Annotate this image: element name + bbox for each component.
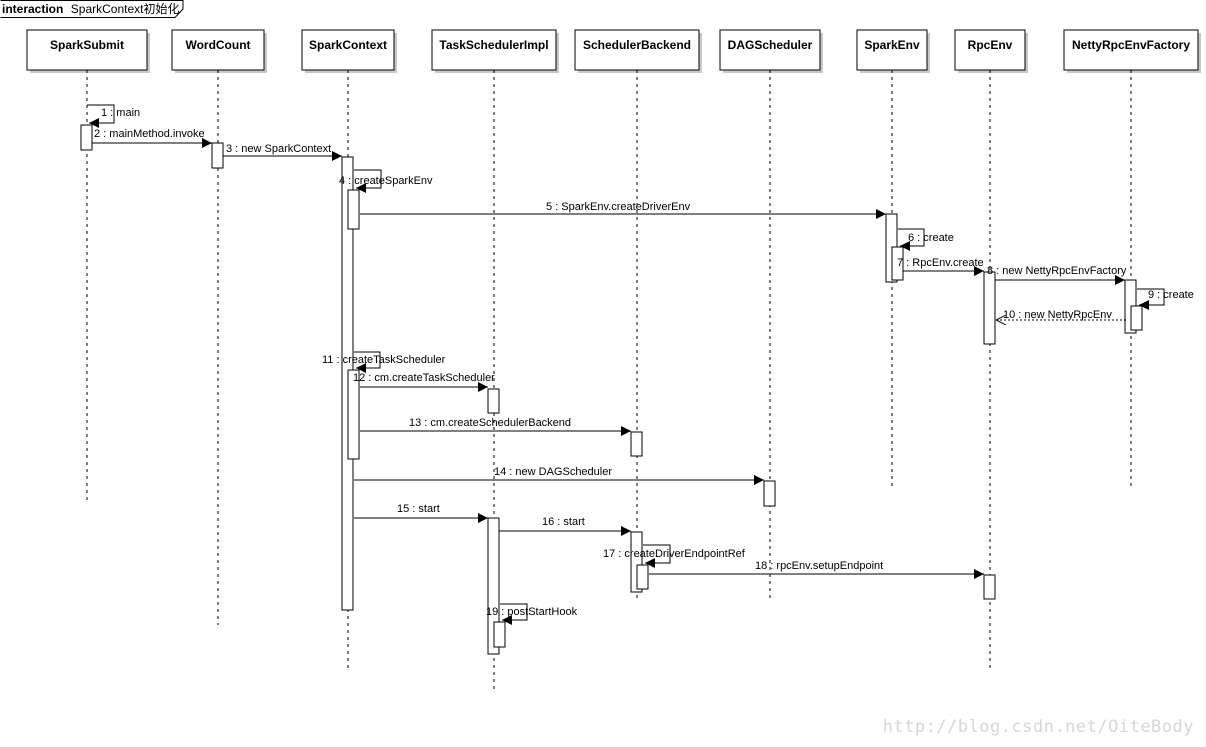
message-10[interactable]: 10 : new NettyRpcEnv xyxy=(996,309,1126,321)
lifeline-box[interactable] xyxy=(954,29,1026,71)
watermark: http://blog.csdn.net/OiteBody xyxy=(882,717,1194,737)
activation-bar xyxy=(983,574,996,600)
message-9[interactable]: 9 : create xyxy=(1137,288,1194,310)
self-message-arrow[interactable] xyxy=(1137,288,1165,310)
lifeline-box[interactable] xyxy=(171,29,265,71)
message-7[interactable]: 7 : RpcEnv.create xyxy=(897,257,984,276)
message-8[interactable]: 8 : new NettyRpcEnvFactory xyxy=(987,265,1127,285)
activation-bar xyxy=(487,388,500,414)
message-label: 17 : createDriverEndpointRef xyxy=(603,548,746,560)
message-16[interactable]: 16 : start xyxy=(499,516,631,536)
message-label: 3 : new SparkContext xyxy=(226,143,331,155)
lifeline-label: NettyRpcEnvFactory xyxy=(1072,38,1190,52)
activation-bar xyxy=(487,517,500,655)
frame-keyword: interaction xyxy=(2,2,63,16)
message-label: 19 : postStartHook xyxy=(486,606,578,618)
self-message-arrow[interactable] xyxy=(500,603,528,625)
self-message-arrow[interactable] xyxy=(354,169,382,193)
message-label: 11 : createTaskScheduler xyxy=(322,354,446,366)
message-1[interactable]: 1 : main xyxy=(87,104,140,128)
activation-bar xyxy=(891,246,904,281)
activation-bar xyxy=(347,369,360,460)
activation-bar xyxy=(630,431,643,457)
activation-bar xyxy=(630,531,643,593)
message-label: 4 : createSparkEnv xyxy=(339,175,433,187)
message-17[interactable]: 17 : createDriverEndpointRef xyxy=(603,544,746,568)
activation-bar xyxy=(493,621,506,648)
svg-text:interaction SparkContext: interaction SparkContext初始化 xyxy=(2,0,180,17)
lifeline-box[interactable] xyxy=(26,29,148,71)
self-message-arrow[interactable] xyxy=(898,228,925,251)
lifeline-sparkcontext: SparkContext xyxy=(301,29,397,668)
message-19[interactable]: 19 : postStartHook xyxy=(486,603,578,625)
frame-name: SparkContext初始化 xyxy=(71,2,180,16)
message-label: 12 : cm.createTaskScheduler xyxy=(353,372,495,384)
message-label: 1 : main xyxy=(101,107,140,119)
lifeline-dag: DAGScheduler xyxy=(719,29,823,600)
message-label: 7 : RpcEnv.create xyxy=(897,257,984,269)
message-label: 8 : new NettyRpcEnvFactory xyxy=(987,265,1127,277)
lifeline-taskscheduler: TaskSchedulerImpl xyxy=(431,29,559,690)
self-message-arrow[interactable] xyxy=(354,351,381,373)
message-label: 15 : start xyxy=(397,503,440,515)
self-message-arrow[interactable] xyxy=(643,544,671,568)
message-label: 10 : new NettyRpcEnv xyxy=(1003,309,1112,321)
message-label: 6 : create xyxy=(908,232,954,244)
message-label: 16 : start xyxy=(542,516,585,528)
activation-bar xyxy=(211,142,224,169)
message-12[interactable]: 12 : cm.createTaskScheduler xyxy=(353,372,495,392)
message-4[interactable]: 4 : createSparkEnv xyxy=(339,169,433,193)
message-18[interactable]: 18 : rpcEnv.setupEndpoint xyxy=(649,560,984,579)
lifeline-label: SparkContext xyxy=(309,38,387,52)
message-15[interactable]: 15 : start xyxy=(354,503,488,523)
lifeline-backend: SchedulerBackend xyxy=(574,29,702,600)
message-label: 14 : new DAGScheduler xyxy=(494,466,612,478)
message-6[interactable]: 6 : create xyxy=(898,228,954,251)
lifeline-label: RpcEnv xyxy=(968,38,1013,52)
activation-bar xyxy=(983,271,996,345)
lifeline-box[interactable] xyxy=(574,29,700,71)
lifeline-box[interactable] xyxy=(301,29,395,71)
lifeline-label: TaskSchedulerImpl xyxy=(439,38,548,52)
message-label: 13 : cm.createSchedulerBackend xyxy=(409,417,571,429)
message-13[interactable]: 13 : cm.createSchedulerBackend xyxy=(360,417,631,436)
lifeline-wordcount: WordCount xyxy=(171,29,267,625)
lifeline-box[interactable] xyxy=(1063,29,1199,71)
lifeline-box[interactable] xyxy=(719,29,821,71)
activation-bar xyxy=(636,564,649,590)
message-2[interactable]: 2 : mainMethod.invoke xyxy=(92,128,212,148)
activation-bar xyxy=(763,480,776,507)
lifeline-rpcenv: RpcEnv xyxy=(954,29,1028,668)
message-14[interactable]: 14 : new DAGScheduler xyxy=(354,466,764,485)
message-label: 5 : SparkEnv.createDriverEnv xyxy=(546,201,691,213)
frame-tab: interaction SparkContext初始化 xyxy=(0,0,184,18)
activation-bar xyxy=(1130,305,1143,331)
lifeline-submit: SparkSubmit xyxy=(26,29,150,500)
lifeline-label: SparkEnv xyxy=(864,38,920,52)
self-message-arrow[interactable] xyxy=(87,104,115,128)
lifeline-label: SparkSubmit xyxy=(50,38,124,52)
lifeline-label: WordCount xyxy=(185,38,250,52)
lifeline-label: SchedulerBackend xyxy=(583,38,691,52)
message-3[interactable]: 3 : new SparkContext xyxy=(223,143,342,161)
message-label: 2 : mainMethod.invoke xyxy=(94,128,205,140)
lifeline-box[interactable] xyxy=(431,29,557,71)
activation-bar xyxy=(80,124,93,151)
activation-bar xyxy=(347,189,360,230)
lifeline-label: DAGScheduler xyxy=(728,38,813,52)
lifeline-netty: NettyRpcEnvFactory xyxy=(1063,29,1201,490)
message-11[interactable]: 11 : createTaskScheduler xyxy=(322,351,446,373)
message-5[interactable]: 5 : SparkEnv.createDriverEnv xyxy=(360,201,886,219)
message-label: 18 : rpcEnv.setupEndpoint xyxy=(755,560,883,572)
message-label: 9 : create xyxy=(1148,289,1194,301)
